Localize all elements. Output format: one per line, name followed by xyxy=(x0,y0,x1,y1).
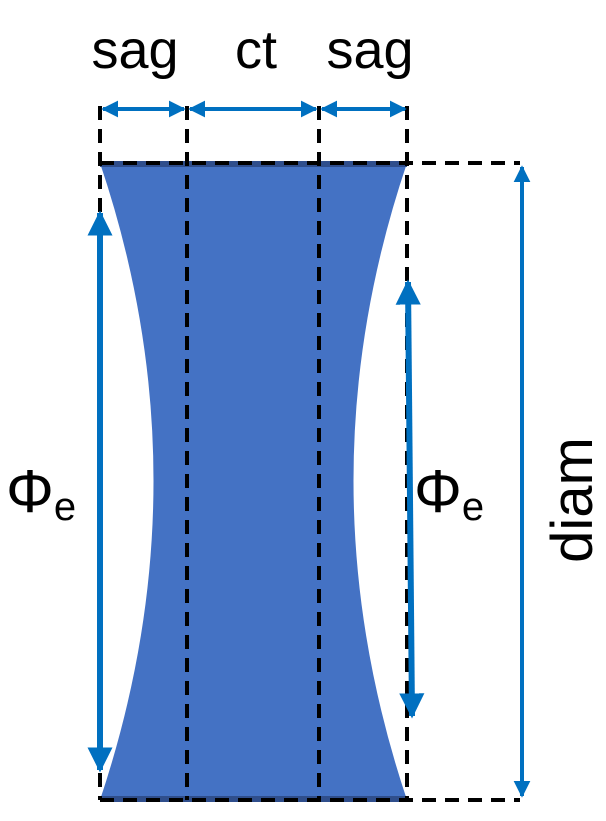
edge-diameter-left-label: Φe xyxy=(6,458,76,529)
edge-diameter-right-arrow xyxy=(395,279,425,719)
ct-label: ct xyxy=(235,20,277,80)
sag-left-label: sag xyxy=(91,20,178,80)
sag-right-label: sag xyxy=(326,20,413,80)
diameter-label: diam xyxy=(540,437,605,563)
edge-diameter-right-label: Φe xyxy=(414,458,484,529)
lens-body xyxy=(100,163,407,800)
